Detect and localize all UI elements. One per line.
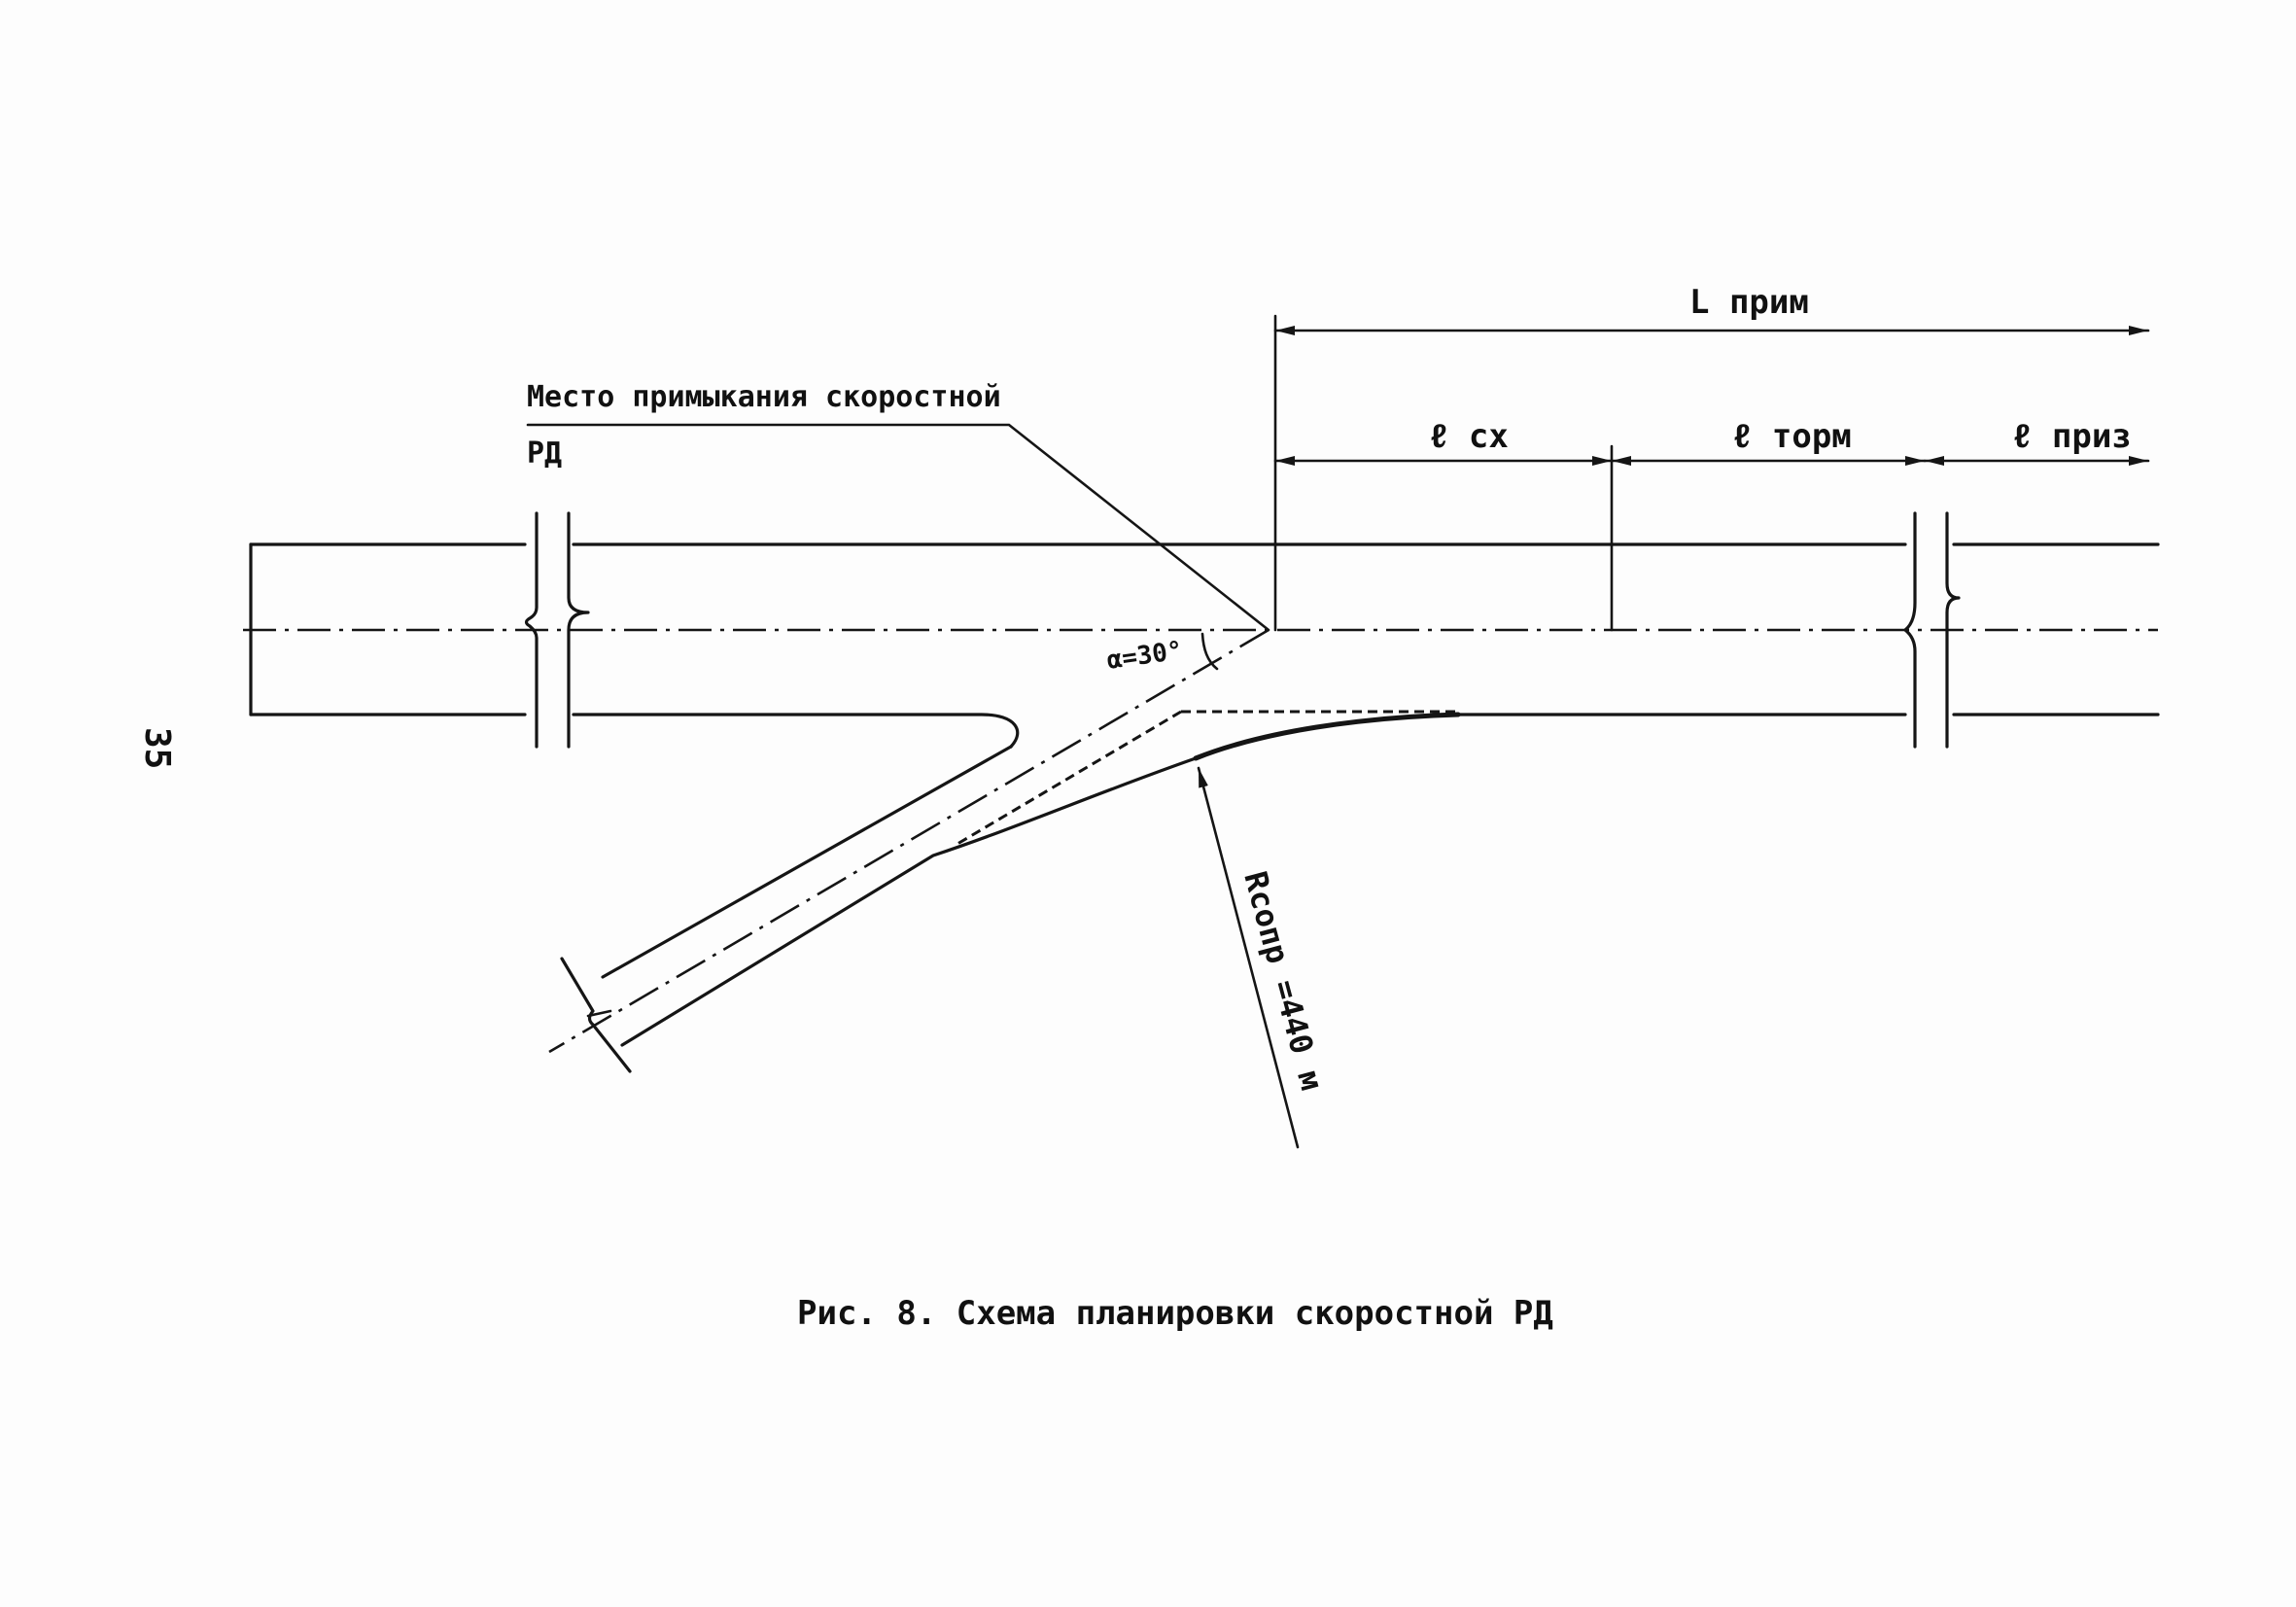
runway-break-mark-right (1903, 511, 1961, 749)
runway-bottom-edge (249, 713, 2160, 749)
l-sx-label: ℓ сх (1429, 417, 1509, 456)
taxiway-break-mark (560, 957, 632, 1073)
l-priz-label: ℓ приз (2012, 417, 2132, 456)
angle-label: α=30° (1105, 636, 1185, 676)
rapid-exit-taxiway (548, 628, 1461, 1054)
l-torm-label: ℓ торм (1732, 417, 1852, 456)
angle-arc (1200, 632, 1219, 671)
junction-point-leader (526, 314, 1277, 632)
figure-caption: Рис. 8. Схема планировки скоростной РД (797, 1294, 1553, 1333)
junction-label-line1: Место примыкания скоростной (527, 380, 1001, 414)
radius-leader (1197, 766, 1300, 1149)
radius-label: Rсопр =440 м (1236, 867, 1331, 1094)
page-number: 35 (137, 727, 177, 769)
junction-label-line2: РД (527, 437, 562, 471)
L-prim-label: L прим (1689, 283, 1809, 322)
runway-break-mark-left (524, 511, 590, 749)
